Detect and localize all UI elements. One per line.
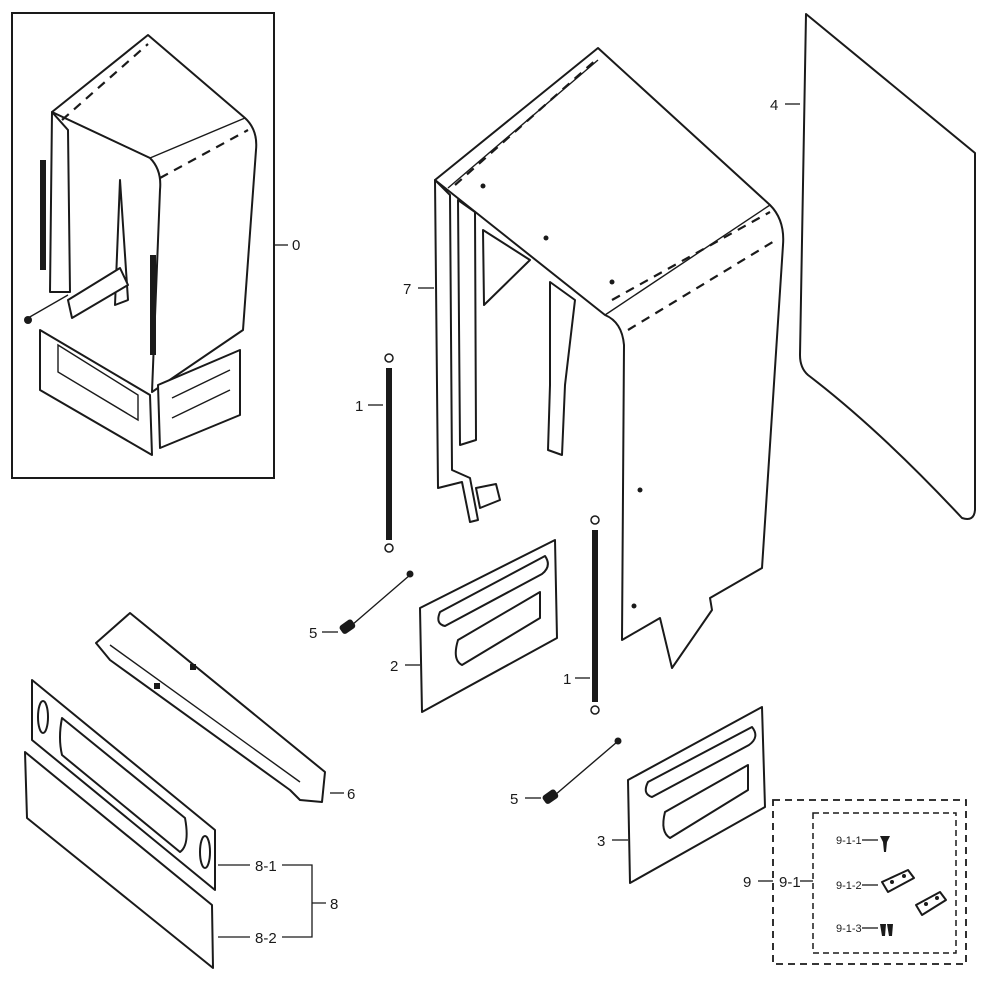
hinge-plate-right: 3	[597, 706, 766, 884]
callout-8: 8	[330, 896, 338, 913]
toe-kick-panel	[31, 679, 216, 891]
kick-bracket: 6	[95, 612, 355, 803]
callout-9-1: 9-1	[779, 874, 801, 891]
spring-right: 1	[563, 515, 600, 715]
callout-9: 9	[743, 874, 751, 891]
hinge-plate-left: 2	[390, 539, 558, 713]
bracket-icon	[881, 869, 915, 893]
callout-5-left: 5	[309, 625, 317, 642]
screw-pair-icon	[880, 924, 893, 936]
callout-1-left: 1	[355, 398, 363, 415]
callout-6: 6	[347, 786, 355, 803]
callout-8-2: 8-2	[255, 930, 277, 947]
spring-left: 1	[355, 353, 394, 553]
tub-frame: 7	[403, 47, 785, 669]
toe-kick-gasket	[24, 751, 214, 969]
callout-9-1-3: 9-1-3	[836, 923, 862, 935]
callout-9-1-2: 9-1-2	[836, 880, 862, 892]
assembly-inset: 0	[11, 12, 300, 479]
callout-9-1-1: 9-1-1	[836, 835, 862, 847]
cable-right: 5	[510, 737, 622, 808]
side-panel: 4	[770, 13, 976, 520]
hardware-kit: 9 9-1 9-1-1 9-1-2 9-1-3	[743, 799, 967, 965]
callout-8-1: 8-1	[255, 858, 277, 875]
callout-1-right: 1	[563, 671, 571, 688]
callout-4: 4	[770, 97, 778, 114]
clip-icon	[915, 891, 947, 916]
callout-5-right: 5	[510, 791, 518, 808]
callout-0: 0	[292, 237, 300, 254]
callout-2: 2	[390, 658, 398, 675]
callout-7: 7	[403, 281, 411, 298]
cable-left: 5	[309, 570, 414, 642]
callout-3: 3	[597, 833, 605, 850]
screw-icon	[880, 836, 890, 852]
